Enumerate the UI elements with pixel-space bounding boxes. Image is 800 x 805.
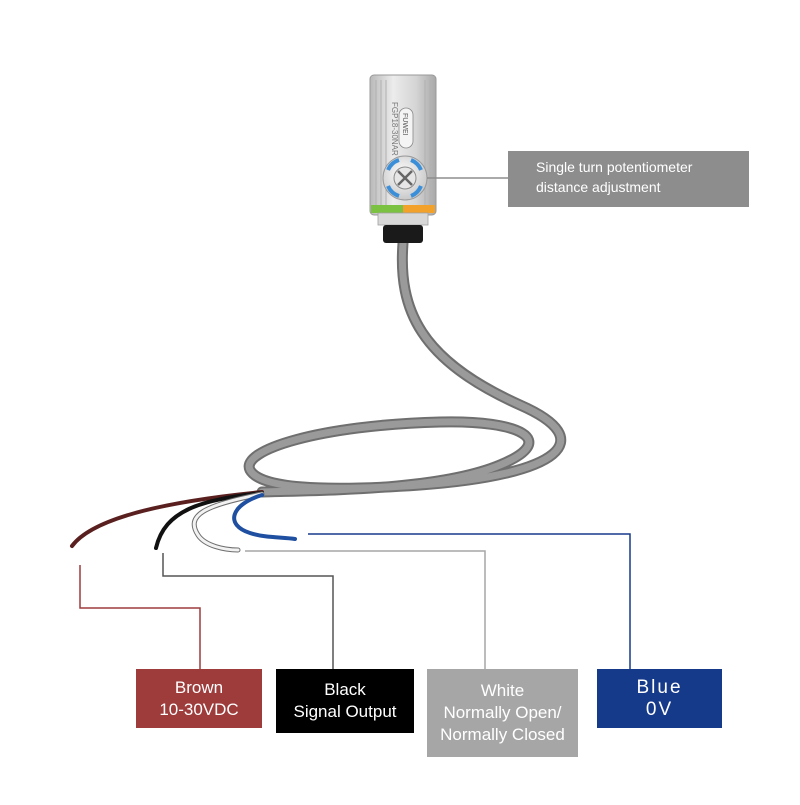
model-text: FGP18-30NAR xyxy=(390,102,399,156)
white-function-2: Normally Closed xyxy=(440,725,565,744)
black-leader xyxy=(162,553,334,670)
black-function: Signal Output xyxy=(293,702,397,721)
sensor-body: FGP18-30NAR FUWEI xyxy=(369,74,437,243)
led-green xyxy=(371,205,403,213)
black-wire xyxy=(154,491,264,550)
white-wire xyxy=(192,492,264,552)
black-name: Black xyxy=(324,680,366,699)
potentiometer-callout: Single turn potentiometer distance adjus… xyxy=(508,151,749,207)
black-wire-label: Black Signal Output xyxy=(276,669,414,733)
brand-badge xyxy=(398,107,414,149)
blue-function: 0V xyxy=(645,698,674,720)
callout-line-2: distance adjustment xyxy=(536,179,661,195)
white-leader xyxy=(245,550,486,670)
brand-text: FUWEI xyxy=(401,113,408,136)
led-orange xyxy=(403,205,435,213)
white-function-1: Normally Open/ xyxy=(443,703,562,722)
brown-name: Brown xyxy=(174,677,224,697)
brown-function: 10-30VDC xyxy=(159,699,239,719)
cable-gland xyxy=(383,225,423,243)
white-name: White xyxy=(480,681,525,700)
blue-name: Blue xyxy=(636,676,683,698)
blue-leader xyxy=(308,533,631,670)
wire-leads xyxy=(70,490,297,553)
white-wire-label: White Normally Open/ Normally Closed xyxy=(427,669,578,757)
label-leaders xyxy=(79,533,631,670)
blue-wire-label: Blue 0V xyxy=(597,669,722,728)
sensor-cable xyxy=(243,237,567,498)
callout-line-1: Single turn potentiometer xyxy=(536,159,693,175)
brown-leader xyxy=(79,565,201,670)
potentiometer-knob[interactable] xyxy=(382,155,428,201)
blue-wire xyxy=(232,493,297,541)
brown-wire-label: Brown 10-30VDC xyxy=(136,669,262,728)
